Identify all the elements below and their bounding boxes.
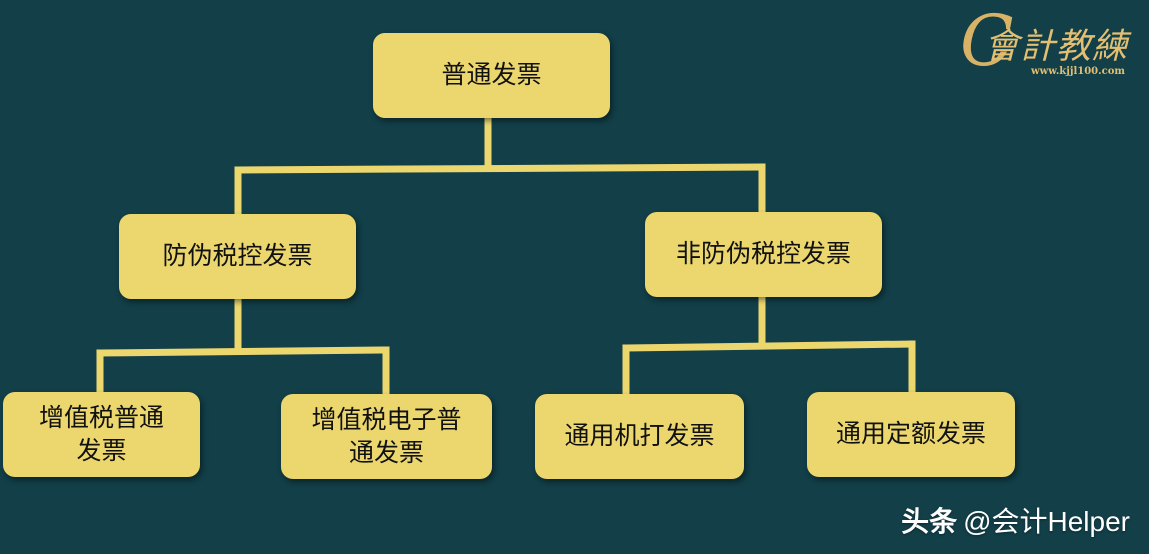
- node-non-anti-counterfeit-invoice: 非防伪税控发票: [645, 212, 882, 297]
- node-general-machine-label: 通用机打发票: [564, 421, 715, 451]
- brand-logo: C 會計教練 www.kjjl100.com: [958, 6, 1144, 84]
- connector-top-bar: [234, 163, 766, 174]
- node-general-machine-invoice: 通用机打发票: [535, 394, 744, 479]
- node-general-quota-invoice: 通用定额发票: [807, 392, 1015, 477]
- logo-url: www.kjjl100.com: [1031, 66, 1125, 77]
- logo-mark: C: [960, 0, 1014, 82]
- node-vat-normal-invoice: 增值税普通 发票: [3, 392, 200, 477]
- node-anti-counterfeit-invoice: 防伪税控发票: [119, 214, 356, 299]
- node-vat-normal-line1: 增值税普通: [38, 403, 164, 432]
- node-general-quota-label: 通用定额发票: [835, 419, 986, 449]
- node-vat-normal-line2: 发票: [76, 435, 127, 465]
- watermark: 头条@会计Helper: [901, 500, 1130, 540]
- watermark-brand: 头条: [901, 506, 958, 537]
- logo-text: 會計教練: [984, 27, 1129, 67]
- connector-left-bar: [96, 346, 390, 357]
- node-general-invoice: 普通发票: [373, 33, 610, 118]
- connector-right-bar: [622, 340, 916, 352]
- node-anti-counterfeit-label: 防伪税控发票: [162, 241, 313, 271]
- node-vat-electronic-line1: 增值税电子普: [311, 405, 462, 434]
- node-general-invoice-label: 普通发票: [441, 60, 542, 90]
- watermark-handle: @会计Helper: [963, 506, 1130, 537]
- node-non-anti-counterfeit-label: 非防伪税控发票: [675, 239, 851, 269]
- node-vat-electronic-invoice: 增值税电子普 通发票: [281, 394, 492, 479]
- node-vat-electronic-line2: 通发票: [348, 437, 424, 467]
